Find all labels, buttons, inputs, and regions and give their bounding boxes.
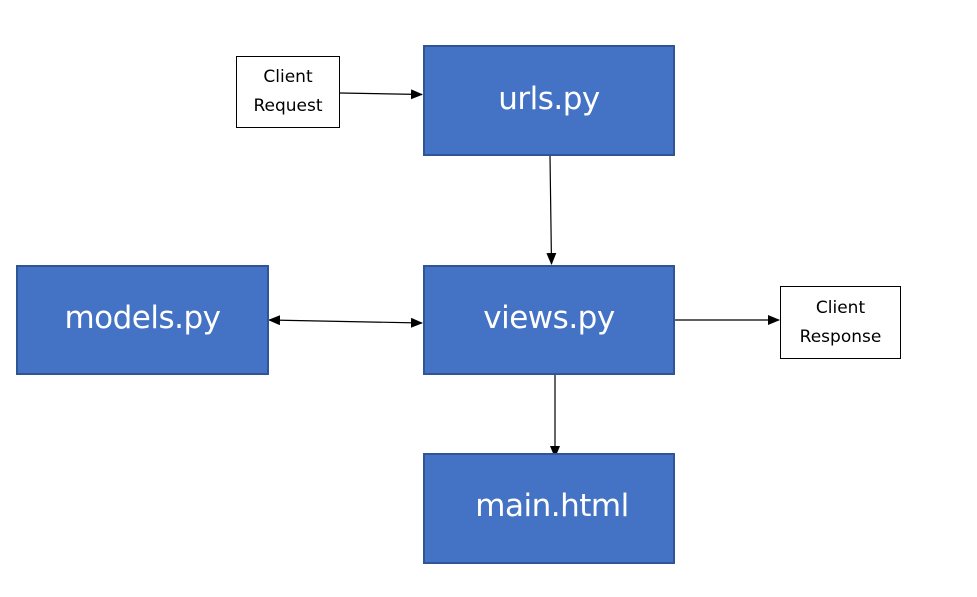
client-response-line1: Client	[815, 297, 866, 318]
urls-label: urls.py	[498, 80, 600, 117]
views-node: views.py	[423, 265, 675, 375]
client-response-line2: Response	[799, 326, 882, 347]
models-label: models.py	[64, 300, 221, 336]
client-request-line2: Request	[253, 96, 323, 116]
edge-views-models-bidirectional	[268, 315, 423, 328]
client-response-node: Client Response	[780, 286, 901, 359]
client-request-node: Client Request	[236, 56, 340, 128]
views-label: views.py	[483, 300, 615, 336]
edge-urls-to-views	[546, 155, 557, 265]
edge-request-to-urls	[339, 89, 423, 100]
models-node: models.py	[16, 265, 269, 375]
main-node: main.html	[423, 453, 675, 564]
main-label: main.html	[475, 487, 629, 524]
urls-node: urls.py	[423, 45, 675, 156]
client-request-line1: Client	[263, 67, 313, 87]
